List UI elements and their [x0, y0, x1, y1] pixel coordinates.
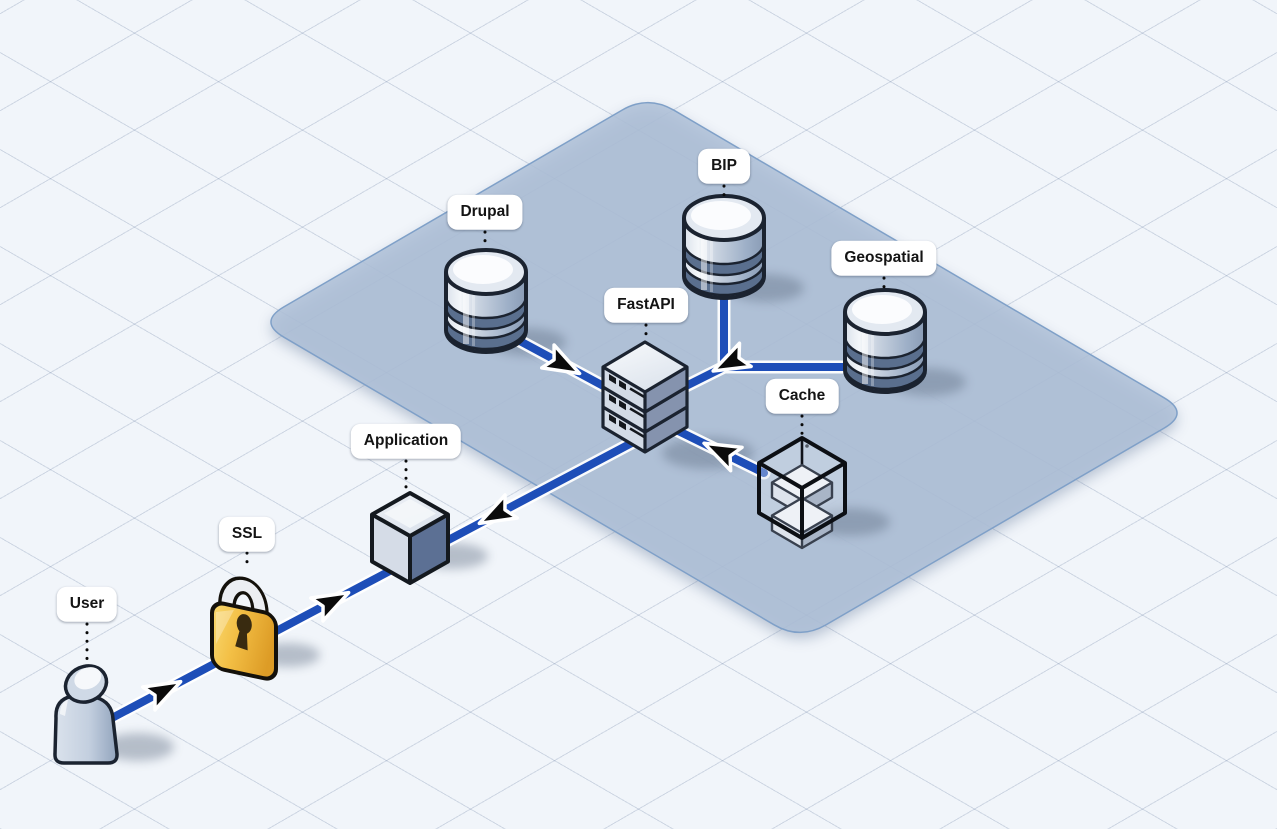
node-label-drupal[interactable]: Drupal — [447, 194, 523, 230]
server-stack-icon-fastapi[interactable] — [601, 340, 689, 454]
glass-cube-icon-cache[interactable] — [757, 436, 847, 550]
node-label-application[interactable]: Application — [350, 423, 462, 459]
node-label-cache[interactable]: Cache — [765, 378, 839, 414]
person-icon-user[interactable] — [53, 659, 119, 765]
label-connectors — [85, 184, 886, 662]
padlock-icon-ssl[interactable] — [210, 576, 278, 681]
database-icon-drupal[interactable] — [444, 248, 528, 354]
node-label-fastapi[interactable]: FastAPI — [604, 287, 688, 323]
node-label-geospatial[interactable]: Geospatial — [831, 240, 937, 276]
cube-icon-application[interactable] — [370, 491, 450, 585]
database-icon-bip[interactable] — [682, 194, 766, 300]
node-label-bip[interactable]: BIP — [698, 148, 750, 184]
connector-user-ssl-application-fastapi — [108, 424, 664, 722]
database-icon-geospatial[interactable] — [843, 288, 927, 394]
node-label-ssl[interactable]: SSL — [218, 516, 276, 552]
node-label-user[interactable]: User — [56, 586, 118, 622]
